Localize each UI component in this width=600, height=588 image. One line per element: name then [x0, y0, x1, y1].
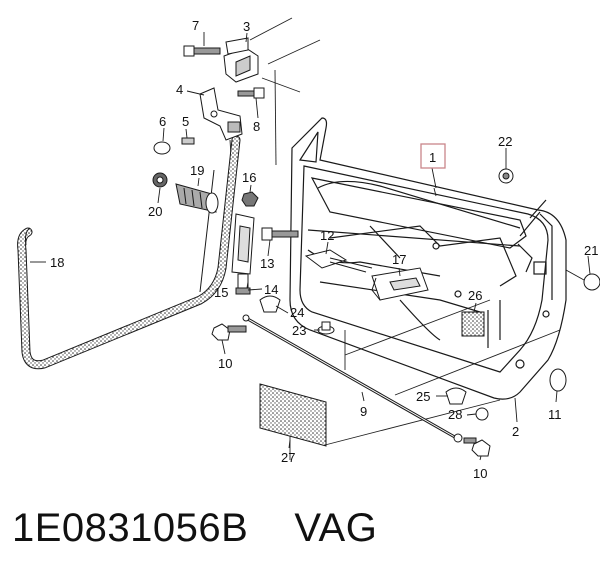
callout-3: 3	[243, 19, 250, 34]
callout-22: 22	[498, 134, 512, 149]
leader-lines	[30, 32, 591, 461]
bolt-10-left	[211, 323, 247, 341]
washer-20	[152, 172, 168, 188]
foam-pad-large	[259, 383, 327, 447]
clip-25	[445, 387, 467, 405]
callout-25: 25	[416, 389, 430, 404]
callout-10-right: 10	[473, 466, 487, 481]
door-handle-bracket	[371, 267, 429, 301]
callout-17: 17	[392, 252, 406, 267]
callout-10-left: 10	[218, 356, 232, 371]
callout-1: 1	[429, 150, 436, 165]
lock-rod-assembly	[304, 249, 373, 273]
callout-24: 24	[290, 305, 304, 320]
callout-11: 11	[548, 407, 562, 422]
callout-9: 9	[360, 404, 367, 419]
callout-23: 23	[292, 323, 306, 338]
callout-14: 14	[264, 282, 278, 297]
callout-2: 2	[512, 424, 519, 439]
reinforcement-rod	[242, 314, 463, 443]
door-inner-panel	[289, 117, 567, 400]
part-number-text: 1E0831056B	[12, 506, 249, 550]
callout-8: 8	[253, 119, 260, 134]
callout-19: 19	[190, 163, 204, 178]
callout-18: 18	[50, 255, 64, 270]
nut-22	[498, 168, 514, 184]
bolt-8	[237, 87, 265, 99]
bolt-10-right	[463, 437, 491, 457]
brand-text: VAG	[294, 506, 378, 550]
pin-5	[181, 137, 195, 145]
callout-4: 4	[176, 82, 183, 97]
callout-5: 5	[182, 114, 189, 129]
callout-13: 13	[260, 256, 274, 271]
clip-24	[259, 295, 281, 313]
nut-28	[475, 407, 489, 421]
callout-20: 20	[148, 204, 162, 219]
highlight-box-part-1	[420, 143, 446, 169]
part-number-footer: 1E0831056B VAG	[12, 506, 377, 551]
door-stop-grommet	[175, 183, 219, 214]
callout-21: 21	[584, 243, 598, 258]
cap-21	[583, 273, 600, 291]
nut-16	[241, 191, 259, 207]
callout-27: 27	[281, 450, 295, 465]
door-seal-strip	[17, 135, 241, 370]
lower-hinge	[199, 87, 243, 141]
cap-6	[153, 141, 171, 155]
bolt-13	[261, 227, 299, 241]
reference-lines	[229, 17, 561, 460]
upper-hinge	[223, 37, 259, 83]
callout-6: 6	[159, 114, 166, 129]
callout-7: 7	[192, 18, 199, 33]
bolt-7	[183, 45, 221, 57]
exploded-parts-diagram: 1 2 3 4 5 6 7 8 9 10 10 11 12 13 14 15 1…	[17, 17, 600, 481]
callout-16: 16	[242, 170, 256, 185]
plug-23	[317, 321, 335, 335]
callout-labels: 1 2 3 4 5 6 7 8 9 10 10 11 12 13 14 15 1…	[50, 18, 598, 481]
callout-15: 15	[214, 285, 228, 300]
callout-12: 12	[320, 228, 334, 243]
plug-11	[549, 368, 567, 392]
callout-28: 28	[448, 407, 462, 422]
door-check-strap	[231, 213, 255, 275]
foam-pad-small	[461, 311, 485, 337]
callout-26: 26	[468, 288, 482, 303]
